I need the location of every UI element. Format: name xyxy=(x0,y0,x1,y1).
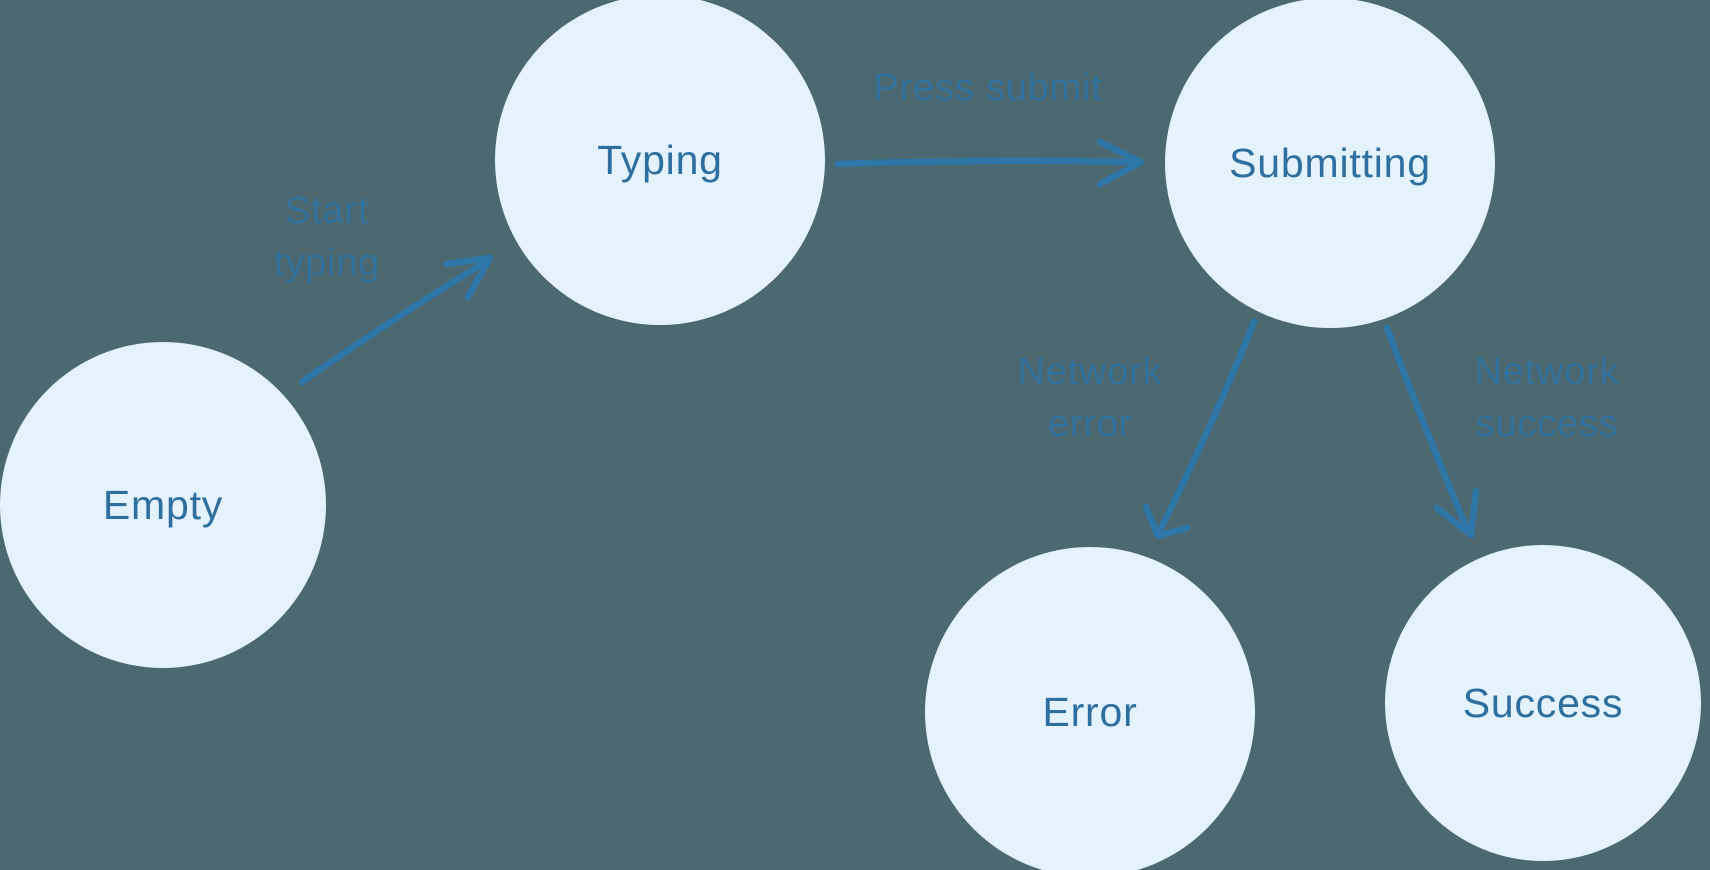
state-node-submitting: Submitting xyxy=(1165,0,1495,328)
arrow-shaft xyxy=(1156,318,1258,534)
arrowhead-icon xyxy=(1433,487,1480,539)
edge-label-line: Network xyxy=(1017,351,1163,393)
transition-arrow-submitting-success xyxy=(1383,324,1480,539)
edge-label-line: success xyxy=(1475,403,1619,445)
arrowhead-icon xyxy=(1142,503,1191,540)
state-label-success: Success xyxy=(1462,679,1624,726)
state-label-typing: Typing xyxy=(597,136,723,183)
state-label-empty: Empty xyxy=(102,481,224,528)
state-label-error: Error xyxy=(1042,688,1138,735)
state-node-error: Error xyxy=(925,547,1255,870)
edge-label-network-success: Network success xyxy=(1475,346,1620,450)
arrowhead-icon xyxy=(442,254,494,301)
transition-arrow-empty-typing xyxy=(298,254,494,386)
arrow-shaft xyxy=(298,259,488,386)
arrow-shaft xyxy=(1383,324,1472,535)
transition-arrow-typing-submitting xyxy=(834,138,1145,188)
arrowhead-icon xyxy=(1096,138,1145,188)
edge-label-line: Network xyxy=(1474,351,1620,393)
transition-arrow-submitting-error xyxy=(1142,318,1258,540)
edge-label-line: Press submit xyxy=(873,67,1103,109)
edge-label-press-submit: Press submit xyxy=(873,62,1102,114)
state-node-success: Success xyxy=(1385,545,1701,861)
edge-label-line: error xyxy=(1047,403,1133,445)
state-node-typing: Typing xyxy=(495,0,825,325)
edge-label-line: Start xyxy=(284,190,370,232)
state-label-submitting: Submitting xyxy=(1229,139,1431,186)
state-node-empty: Empty xyxy=(0,342,326,668)
edge-label-line: typing xyxy=(273,242,381,284)
arrow-shaft xyxy=(834,157,1138,168)
edge-label-start-typing: Start typing xyxy=(274,185,380,289)
edge-label-network-error: Network error xyxy=(1018,346,1163,450)
